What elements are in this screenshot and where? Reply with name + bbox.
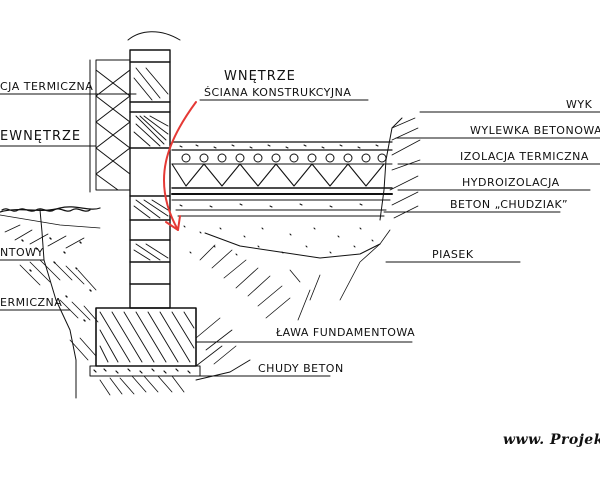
floor-insulation bbox=[171, 163, 393, 189]
label-left-low: ERMICZNA bbox=[0, 296, 62, 309]
heat-flow-arrow bbox=[163, 101, 197, 231]
label-left-mid: NTOWY bbox=[0, 246, 44, 259]
label-concrete-screed: WYLEWKA BETONOWA bbox=[470, 124, 600, 137]
label-lean-concrete: CHUDY BETON bbox=[258, 362, 344, 375]
leader-lines bbox=[0, 93, 600, 377]
label-thermal-insulation-right: IZOLACJA TERMICZNA bbox=[460, 150, 589, 163]
label-interior: WNĘTRZE bbox=[224, 69, 296, 84]
excavation-outline bbox=[39, 117, 403, 399]
hydro-lean-concrete-layer bbox=[171, 193, 393, 217]
watermark: www. ProjektZ bbox=[503, 432, 600, 448]
label-waterproofing: HYDROIZOLACJA bbox=[462, 176, 560, 189]
sand-layer bbox=[21, 225, 374, 322]
strip-footing bbox=[95, 307, 197, 367]
structural-wall bbox=[127, 31, 181, 309]
label-strip-footing: ŁAWA FUNDAMENTOWA bbox=[275, 326, 415, 339]
ground-line bbox=[0, 206, 101, 213]
floor-screed bbox=[171, 141, 393, 151]
label-finish: WYK bbox=[566, 98, 593, 111]
floor-circles bbox=[171, 153, 393, 165]
label-lean-concrete-slab: BETON „CHUDZIAK” bbox=[450, 198, 568, 211]
label-thermal-insulation-left: CJA TERMICZNA bbox=[0, 80, 93, 93]
label-structural-wall: ŚCIANA KONSTRUKCYJNA bbox=[204, 86, 351, 99]
outer-wall-insulation bbox=[89, 59, 131, 193]
label-sand: PIASEK bbox=[432, 248, 474, 261]
soil-hatching bbox=[0, 117, 421, 396]
lean-concrete bbox=[89, 365, 201, 377]
label-exterior: EWNĘTRZE bbox=[0, 129, 81, 144]
